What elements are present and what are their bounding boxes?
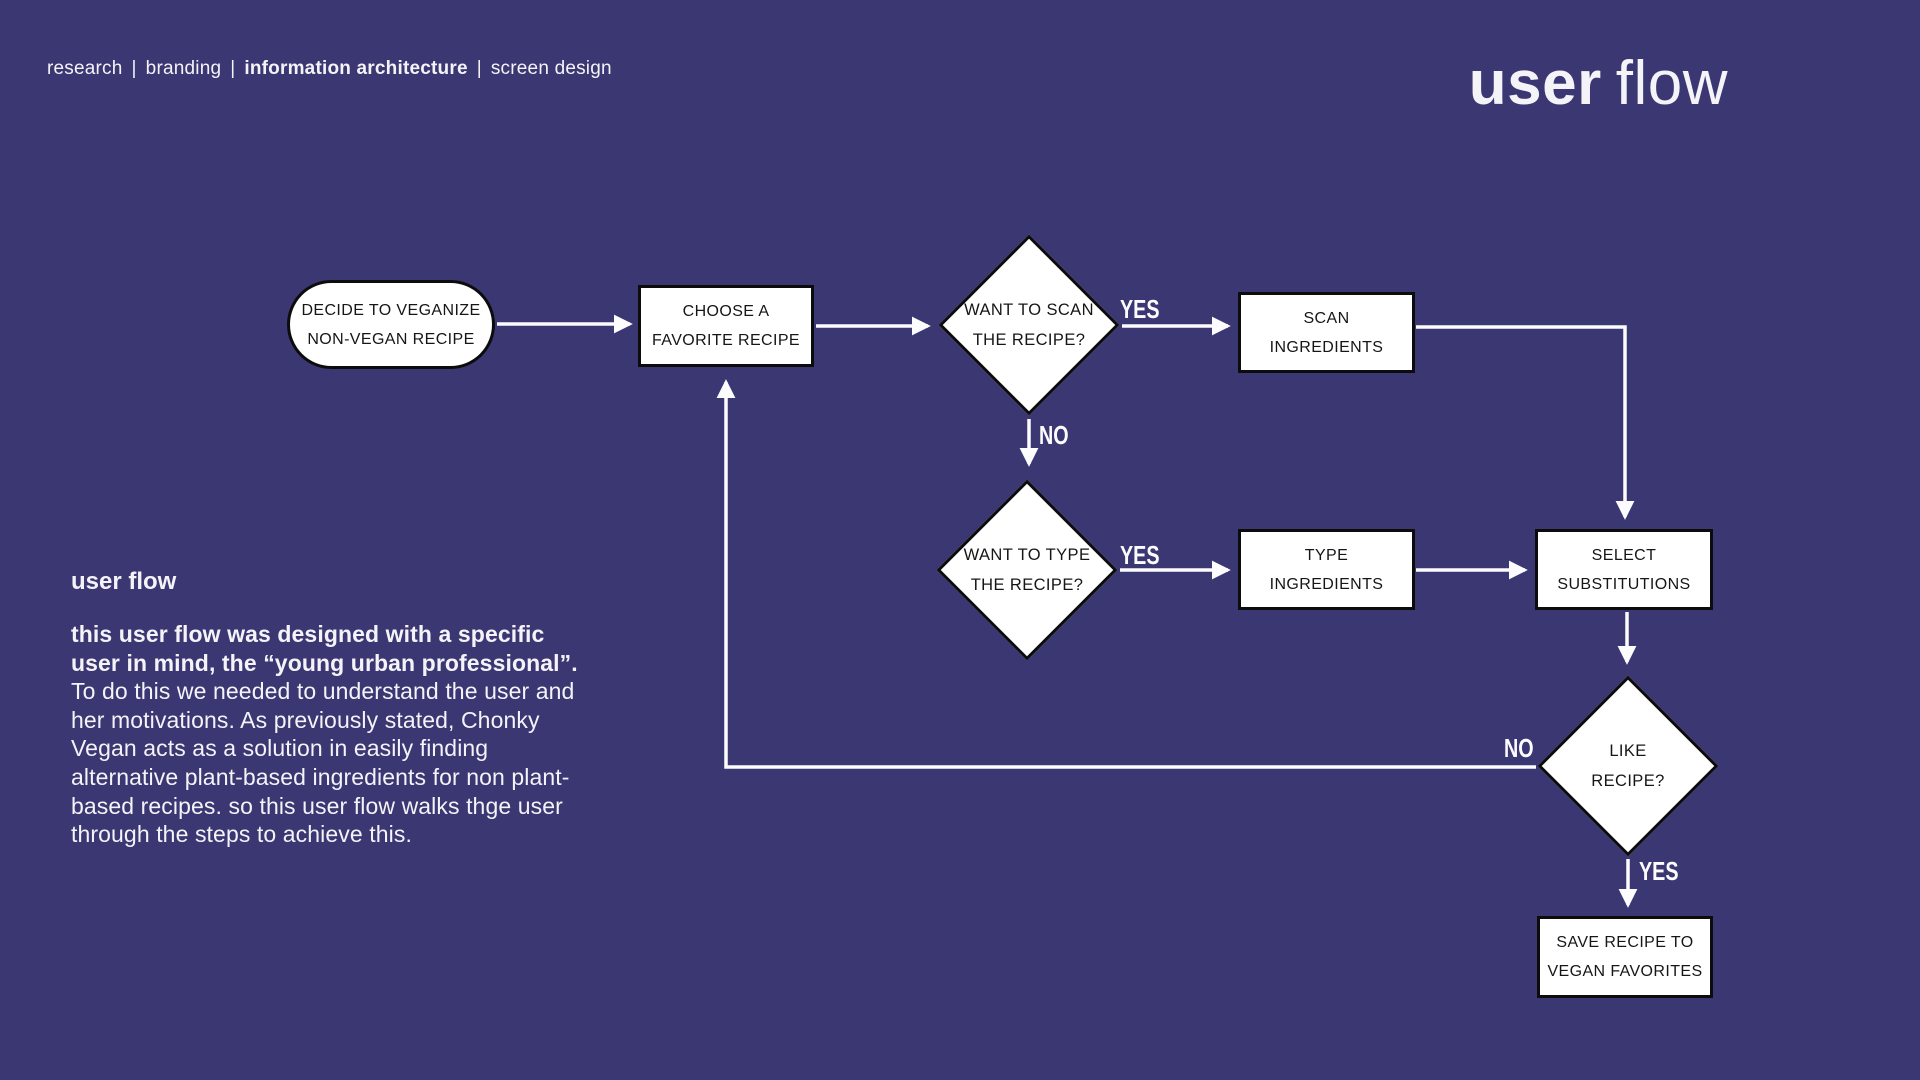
breadcrumb-separator: | [476,58,482,79]
node-label-line: SELECT [1591,546,1657,564]
node-label-line: SCAN [1303,309,1350,327]
node-save-recipe: SAVE RECIPE TO VEGAN FAVORITES [1537,916,1713,998]
node-label-line: CHOOSE A [682,303,770,320]
node-label-line: THE RECIPE? [970,576,1084,594]
node-label-line: VEGAN FAVORITES [1547,963,1703,980]
node-label-line: NON-VEGAN RECIPE [307,330,475,348]
breadcrumb-item-research[interactable]: research [47,58,123,79]
node-label-line: SUBSTITUTIONS [1557,575,1691,593]
node-label-line: FAVORITE RECIPE [652,332,800,349]
intro-heading: user flow [71,568,177,595]
breadcrumb: research | branding | information architectu… [47,58,612,80]
intro-paragraph-bold: this user flow was designed with a speci… [71,621,578,676]
node-label-line: TYPE [1304,546,1349,564]
node-label-line: WANT TO SCAN [964,301,1094,319]
edge-label-no-like: NO [1504,733,1534,763]
node-label-line: DECIDE TO VEGANIZE [301,301,481,319]
node-decide-to-veganize: DECIDE TO VEGANIZE NON-VEGAN RECIPE [287,280,495,369]
node-choose-favorite-recipe: CHOOSE A FAVORITE RECIPE [638,285,814,367]
page-title-bold: user [1468,49,1602,118]
breadcrumb-separator: | [230,58,236,79]
node-label-line: THE RECIPE? [972,331,1086,349]
decision-want-to-type-label: WANT TO TYPE THE RECIPE? [937,538,1117,602]
edge-label-no-scan: NO [1039,420,1069,450]
page-title-light: flow [1615,49,1728,118]
intro-paragraph: this user flow was designed with a speci… [71,620,587,849]
breadcrumb-item-screen-design[interactable]: screen design [490,58,612,79]
node-scan-ingredients: SCAN INGREDIENTS [1238,292,1415,373]
node-label-line: LIKE [1609,742,1647,760]
breadcrumb-separator: | [131,58,137,79]
edge-scan-to-select [1416,325,1635,520]
decision-want-to-scan-label: WANT TO SCAN THE RECIPE? [939,293,1119,357]
node-label-line: WANT TO TYPE [963,546,1091,564]
node-select-substitutions: SELECT SUBSTITUTIONS [1535,529,1713,610]
breadcrumb-item-branding[interactable]: branding [145,58,222,79]
decision-like-recipe-label: LIKE RECIPE? [1538,734,1718,798]
edge-label-yes-type: YES [1120,540,1160,570]
node-type-ingredients: TYPE INGREDIENTS [1238,529,1415,610]
edge-label-yes-scan: YES [1120,294,1160,324]
node-label-line: SAVE RECIPE TO [1556,934,1694,951]
edge-label-yes-like: YES [1639,856,1679,886]
node-label-line: INGREDIENTS [1269,575,1384,593]
intro-paragraph-body: To do this we needed to understand the u… [71,678,575,848]
node-label-line: INGREDIENTS [1269,338,1384,356]
breadcrumb-item-information-architecture[interactable]: information architecture [244,58,468,79]
node-label-line: RECIPE? [1591,772,1665,790]
